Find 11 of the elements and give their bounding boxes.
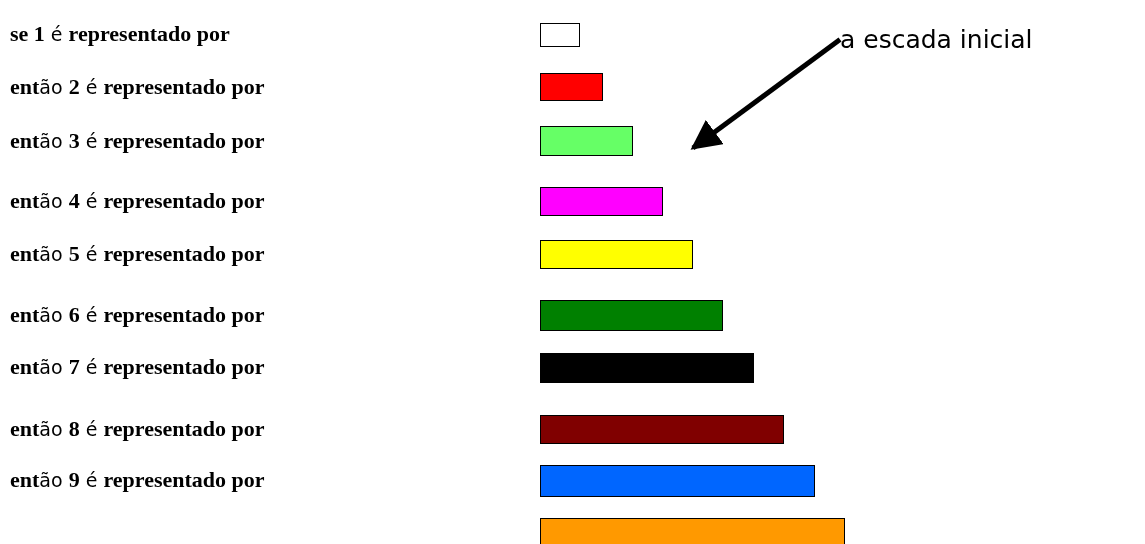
statement-text: se 1 é representado por [10, 23, 230, 45]
statement-text: então 4 é representado por [10, 190, 265, 212]
statement-text: então 7 é representado por [10, 356, 265, 378]
statement-text: então 9 é representado por [10, 469, 265, 491]
leader-arrow [690, 37, 842, 150]
statement-text: então 8 é representado por [10, 418, 265, 440]
statement-text: então 5 é representado por [10, 243, 265, 265]
annotation-text: a escada inicial [840, 27, 1033, 52]
statement-text: então 6 é representado por [10, 304, 265, 326]
statement-text: então 2 é representado por [10, 76, 265, 98]
statement-text: então 3 é representado por [10, 130, 265, 152]
